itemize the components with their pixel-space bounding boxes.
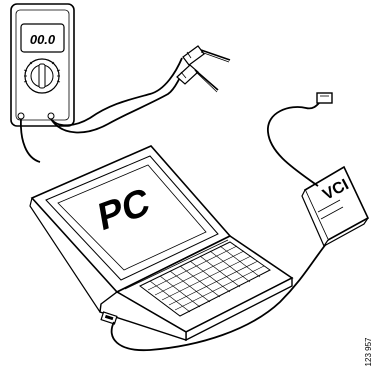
vci-to-vehicle-cable [268, 102, 320, 186]
multimeter-display-text: 00.0 [30, 32, 56, 47]
figure-number: 123 957 [364, 337, 373, 366]
multimeter: 00.0 [11, 4, 74, 126]
test-probe-lower [177, 65, 218, 92]
vci-interface: VCI [302, 167, 368, 246]
selector-dial [24, 59, 60, 93]
laptop-pc: PC [30, 146, 292, 340]
test-probe-upper [183, 46, 230, 65]
vehicle-connector-plug [317, 93, 332, 103]
multimeter-jack-left [18, 113, 24, 119]
multimeter-jack-right [48, 113, 54, 119]
